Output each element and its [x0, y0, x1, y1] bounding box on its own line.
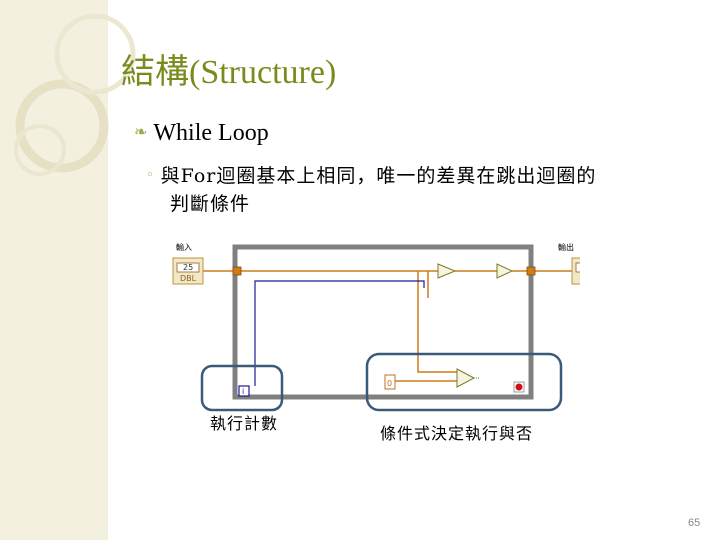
input-tunnel — [232, 266, 242, 276]
svg-text:DBL: DBL — [180, 274, 197, 283]
sub-bullet-marker-icon: ◦ — [146, 168, 155, 183]
sub-bullet-line2: 判斷條件 — [170, 193, 251, 215]
output-label: 輸出 — [558, 242, 574, 252]
condition-highlight-box — [365, 352, 563, 412]
iteration-highlight-box — [200, 364, 284, 412]
add-node — [496, 263, 514, 279]
iteration-terminal — [238, 385, 250, 397]
compare-node — [437, 263, 457, 279]
svg-text:0: 0 — [387, 379, 392, 388]
while-loop-frame — [232, 244, 534, 400]
decorative-circles — [14, 13, 136, 176]
iteration-wire — [254, 280, 425, 386]
caption-iteration-count: 執行計數 — [210, 414, 279, 433]
while-loop-diagram: 輸入 25 DBL 輸出 123 i 0 — [172, 242, 580, 412]
bullet-while-loop-text: While Loop — [153, 120, 269, 146]
input-label: 輸入 — [176, 242, 192, 252]
output-tunnel — [526, 266, 536, 276]
greater-equal-node — [456, 368, 476, 388]
sub-bullet-description: ◦ 與For迴圈基本上相同，唯一的差異在跳出迴圈的 判斷條件 — [146, 162, 698, 218]
page-number: 65 — [688, 517, 701, 529]
svg-text:i: i — [242, 387, 244, 396]
bullet-marker-icon: ❧ — [134, 124, 148, 141]
caption-condition: 條件式決定執行與否 — [380, 424, 534, 443]
bullet-while-loop: ❧ While Loop — [134, 120, 269, 147]
stop-icon — [515, 383, 523, 391]
sub-bullet-line1: 與For迴圈基本上相同，唯一的差異在跳出迴圈的 — [160, 165, 597, 187]
slide-title: 結構(Structure) — [121, 54, 337, 91]
numeric-constant — [384, 374, 396, 390]
input-value: 25 — [183, 263, 193, 272]
